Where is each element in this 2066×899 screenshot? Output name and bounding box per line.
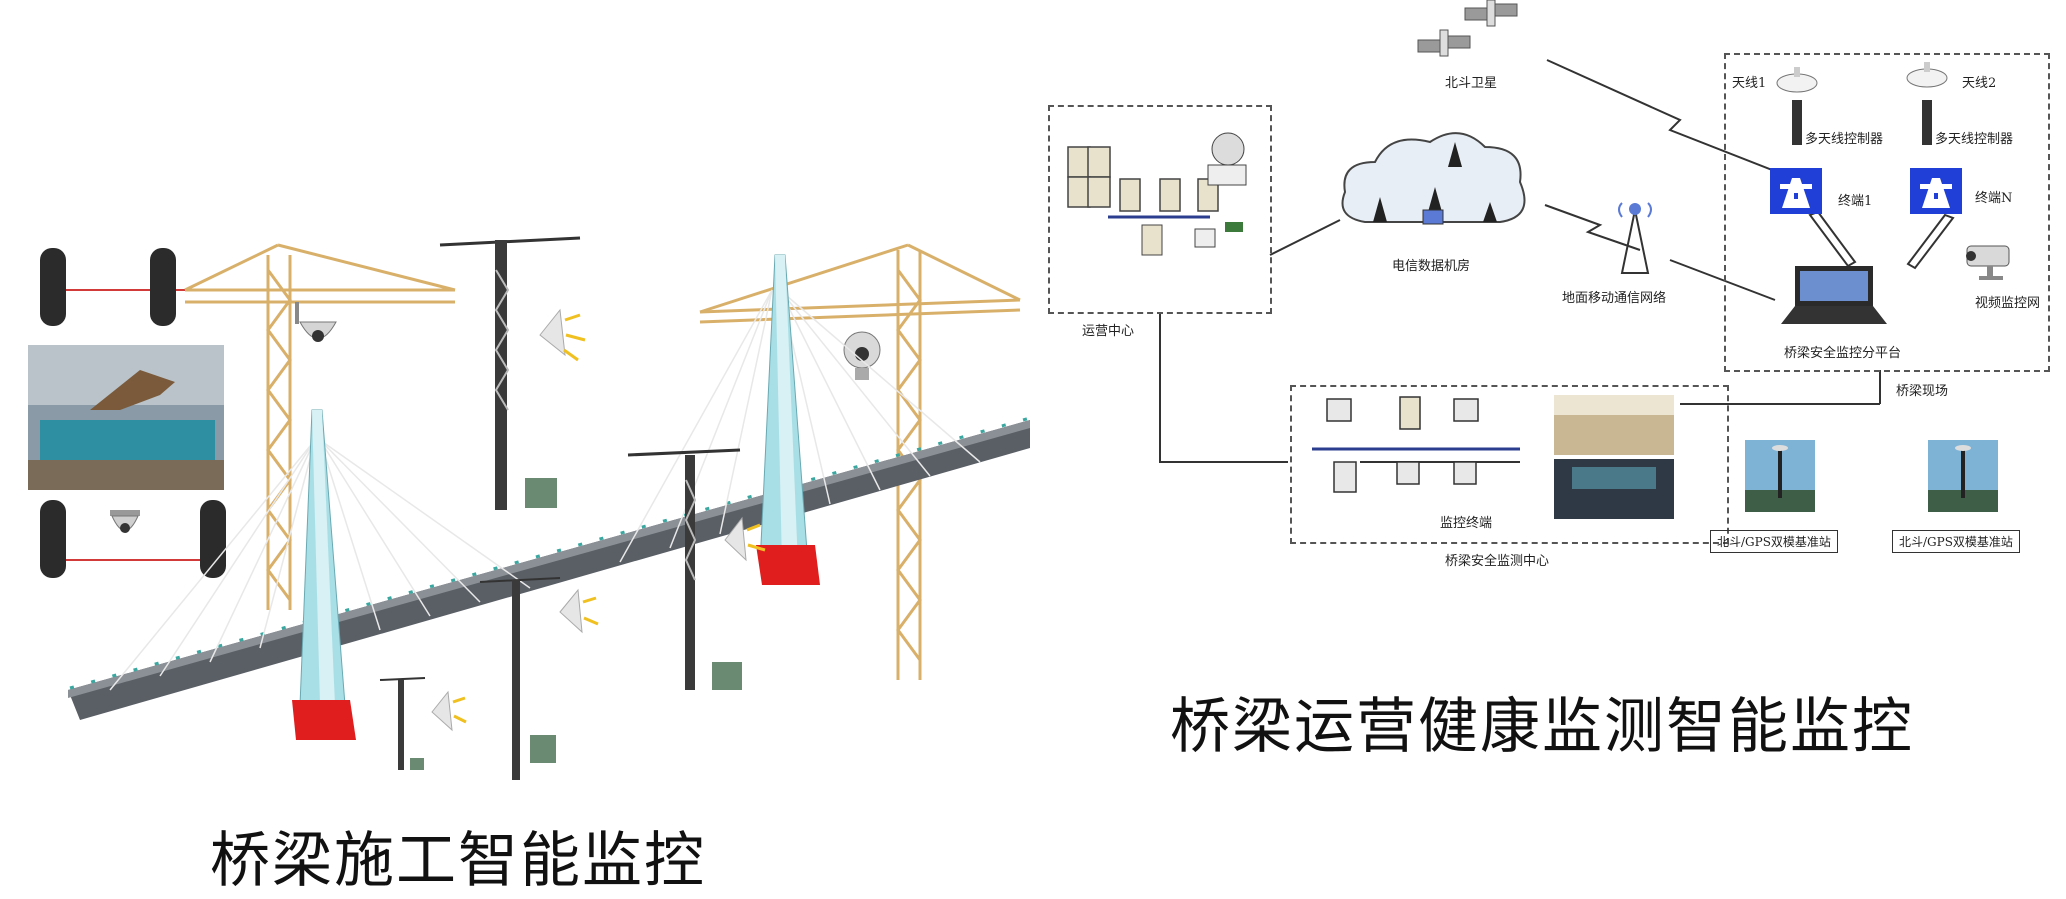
network-diagram: 北斗卫星 运营中心 电信数据机房 (1040, 0, 2066, 600)
monitoring-terminal-label: 监控终端 (1440, 516, 1493, 531)
operation-center-label: 运营中心 (1082, 324, 1135, 339)
beidou-satellite-icon (1410, 0, 1520, 65)
network-diagram-svg (1159, 59, 1955, 463)
antenna-2-icon (1905, 60, 1949, 90)
platform-laptop-icon (1775, 262, 1890, 332)
video-monitoring-network-label: 视频监控网 (1975, 296, 2041, 311)
barrier-sensor-icons (40, 248, 226, 578)
terminal-1-icon (1770, 168, 1822, 214)
server-rack-icons (1067, 146, 1219, 212)
bridge-monitoring-center-label: 桥梁安全监测中心 (1445, 554, 1550, 569)
beidou-satellite-label: 北斗卫星 (1445, 76, 1498, 91)
antenna-1-icon (1775, 65, 1819, 95)
site-photo (28, 345, 224, 490)
multi-antenna-controller-1-label: 多天线控制器 (1805, 132, 1884, 147)
terminal-n-icon (1910, 168, 1962, 214)
base-station-1-label[interactable]: 北斗/GPS双模基准站 (1710, 530, 1838, 553)
workstation-icons (1326, 396, 1479, 493)
dome-camera-icon (110, 510, 140, 533)
terminal-n-label: 终端N (1975, 191, 2013, 206)
video-camera-icon (1965, 240, 2020, 282)
monitoring-pole-2 (627, 448, 766, 690)
controller-1-icon (1792, 100, 1802, 145)
operation-center-box (1048, 105, 1272, 314)
tower-crane-left (184, 243, 456, 610)
ptz-camera-icon (843, 331, 881, 380)
monitoring-pole-3 (479, 577, 599, 780)
ground-mobile-network-label: 地面移动通信网络 (1562, 291, 1667, 306)
pylon-right (756, 254, 820, 585)
antenna-1-label: 天线1 (1732, 76, 1767, 91)
base-station-2-label[interactable]: 北斗/GPS双模基准站 (1892, 530, 2020, 553)
right-caption: 桥梁运营健康监测智能监控 (1170, 692, 1914, 762)
stay-cables (109, 289, 981, 691)
base-station-1-photo (1745, 440, 1815, 512)
bridge-site-label: 桥梁现场 (1896, 384, 1949, 399)
bridge-site-box (1724, 53, 2050, 372)
antenna-2-label: 天线2 (1962, 76, 1997, 91)
mobile-tower-icon (1610, 195, 1660, 275)
construction-illustration (0, 0, 1040, 800)
telecom-cloud-icon (1335, 122, 1535, 250)
multi-antenna-controller-2-label: 多天线控制器 (1935, 132, 2014, 147)
bridge-subplatform-label: 桥梁安全监控分平台 (1784, 346, 1902, 361)
connector-lines (1159, 59, 1881, 463)
base-station-2-photo (1928, 440, 1998, 512)
monitoring-pole-1 (439, 236, 586, 510)
monitoring-center-box (1290, 385, 1729, 544)
left-caption: 桥梁施工智能监控 (210, 826, 706, 896)
terminal-1-label: 终端1 (1838, 194, 1873, 209)
telecom-data-room-label: 电信数据机房 (1392, 259, 1471, 274)
pylon-left (292, 409, 356, 740)
crane-dome-camera-icon (295, 302, 337, 342)
controller-2-icon (1922, 100, 1932, 145)
monitoring-pole-4 (379, 677, 467, 770)
bridge-construction-svg (28, 236, 1031, 780)
